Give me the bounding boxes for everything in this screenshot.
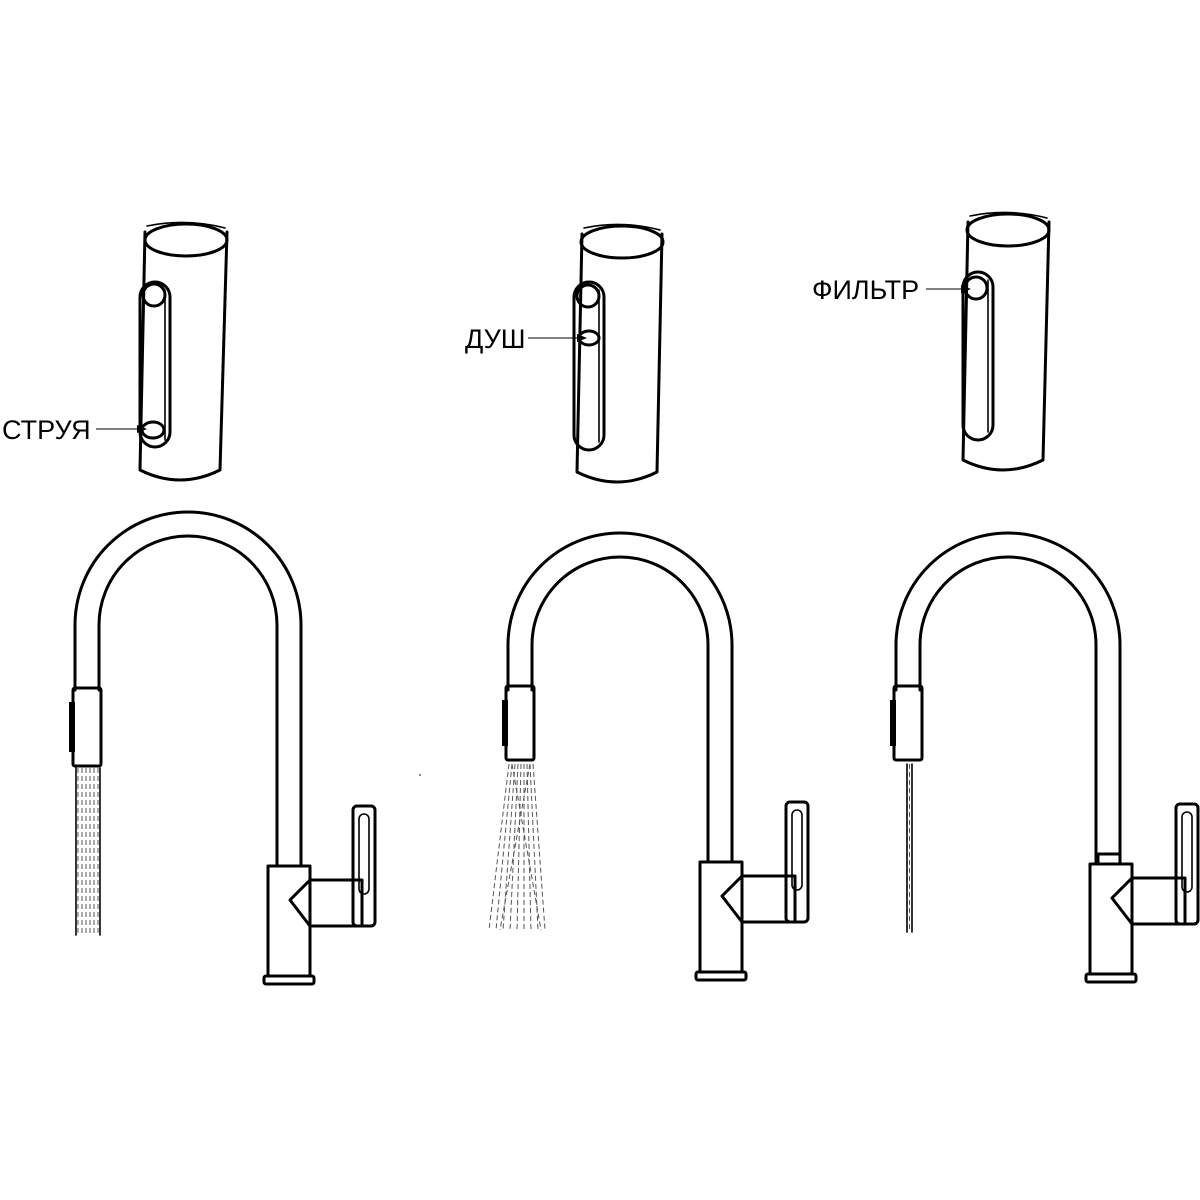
faucet-shower xyxy=(488,531,810,982)
faucet-handle-filter[interactable] xyxy=(1110,876,1187,926)
spray-head-filter xyxy=(961,211,1051,472)
spray-head-shower xyxy=(572,223,665,484)
label-shower-group: ДУШ xyxy=(465,324,587,354)
mode-slider-jet[interactable] xyxy=(138,280,172,449)
water-filter-stream xyxy=(906,763,913,933)
jet-button[interactable] xyxy=(140,420,166,440)
faucet-handle-jet[interactable] xyxy=(288,878,364,928)
mode-slider-filter[interactable] xyxy=(961,270,995,442)
pullout-head-shower[interactable] xyxy=(504,684,536,762)
pullout-head-jet[interactable] xyxy=(71,686,103,768)
label-shower: ДУШ xyxy=(465,324,526,354)
label-jet-group: СТРУЯ xyxy=(2,415,147,445)
label-filter-group: ФИЛЬТР xyxy=(812,275,971,305)
faucet-handle-shower[interactable] xyxy=(720,874,797,924)
label-jet: СТРУЯ xyxy=(2,415,91,445)
faucet-jet xyxy=(69,510,377,986)
spray-head-jet xyxy=(138,221,229,482)
filter-button[interactable] xyxy=(963,275,989,301)
water-jet xyxy=(75,767,101,936)
label-filter: ФИЛЬТР xyxy=(812,275,919,305)
mode-slider-shower[interactable] xyxy=(572,280,606,452)
pullout-head-filter[interactable] xyxy=(892,684,924,762)
water-spray xyxy=(488,763,546,931)
faucet-filter xyxy=(890,531,1200,984)
